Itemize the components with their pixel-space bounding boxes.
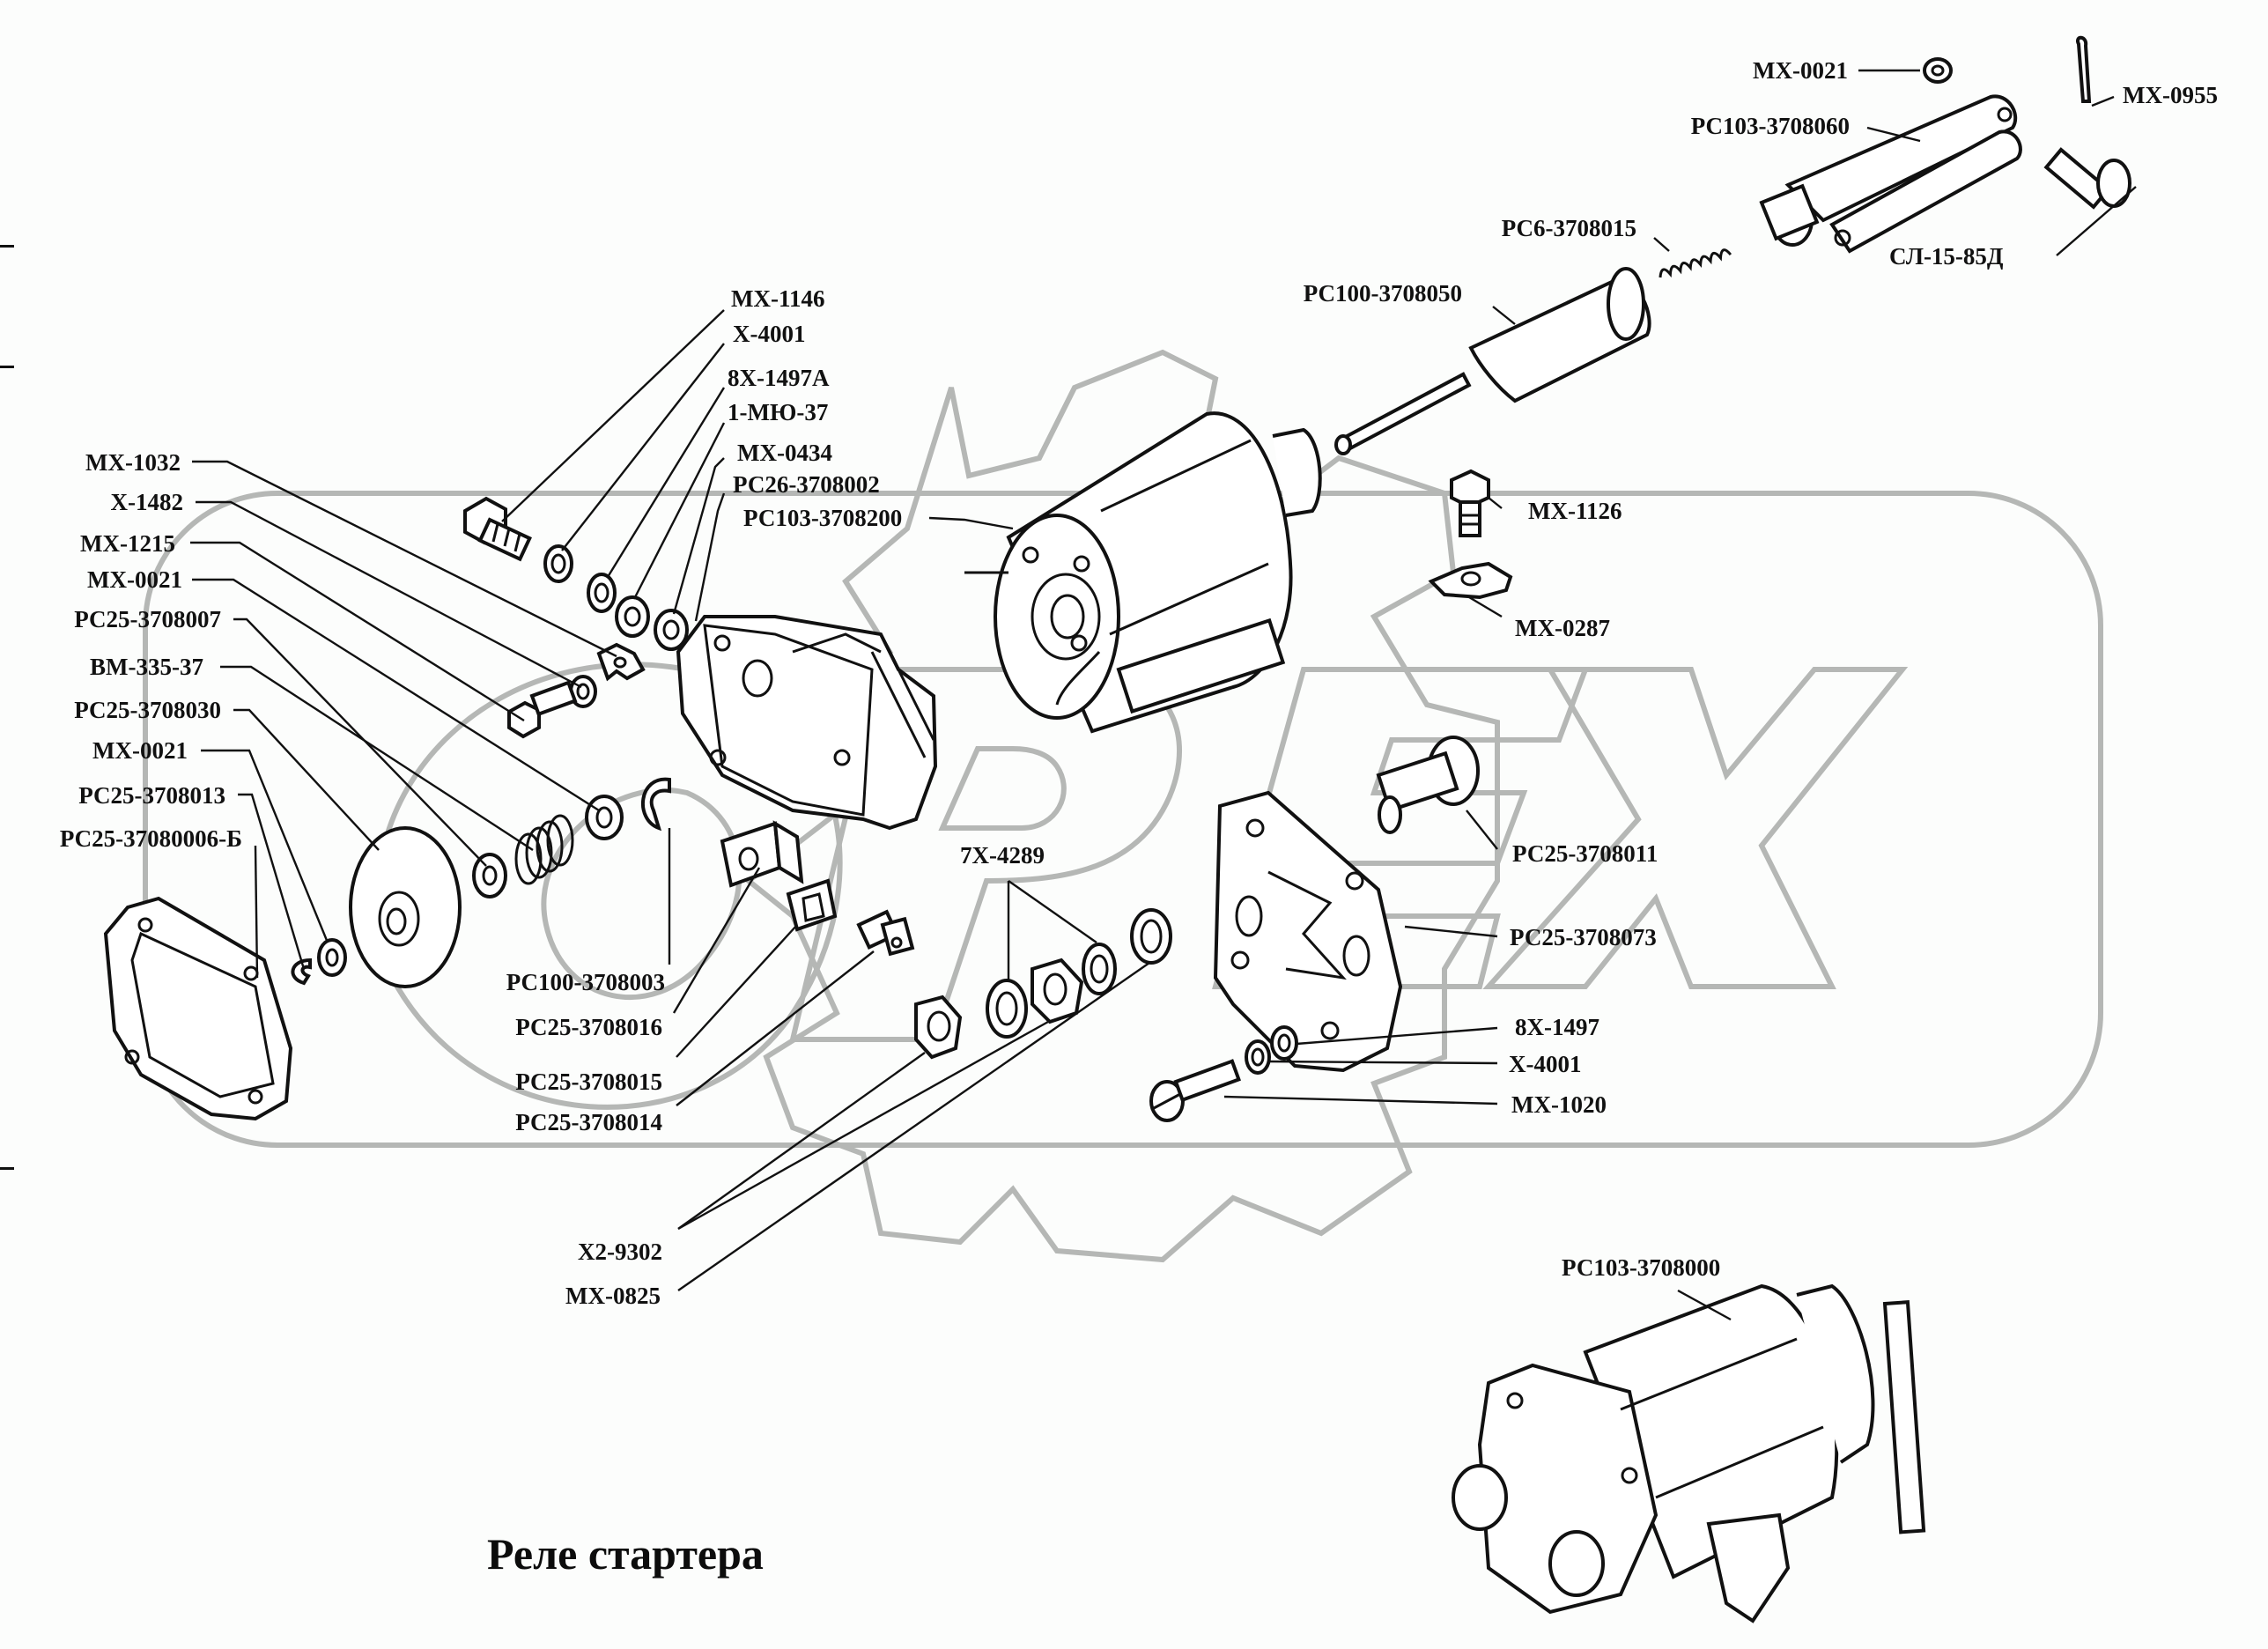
label-rc25-3708073: РС25-3708073 <box>1510 924 1657 950</box>
label-mx1146: МХ-1146 <box>731 285 825 312</box>
washer-mx0021-mid <box>585 795 624 840</box>
fork-rc103-3708060 <box>1759 94 2022 254</box>
washer-1miu37 <box>615 595 650 638</box>
leader-lines <box>190 69 2137 1321</box>
label-mx0825: МХ-0825 <box>565 1283 661 1309</box>
clip-rc100-3708003 <box>640 777 671 832</box>
contact-disc-rc25-3708030 <box>349 826 462 988</box>
label-mx0021-left2: МХ-0021 <box>92 737 188 764</box>
washer-x4001-top <box>543 544 573 583</box>
label-mx0434: МХ-0434 <box>737 440 832 466</box>
label-rc100-3708003: РС100-3708003 <box>506 969 665 995</box>
washer-rc25-3708007 <box>472 853 507 898</box>
label-mx1215: МХ-1215 <box>80 530 175 557</box>
label-mx1020: МХ-1020 <box>1511 1091 1607 1118</box>
margin-tick <box>0 366 14 368</box>
label-mx0021-top: МХ-0021 <box>1753 57 1848 84</box>
label-x4001-top: Х-4001 <box>733 321 806 347</box>
plunger-rc100-3708050 <box>1334 267 1651 455</box>
label-rc26-3708002: РС26-3708002 <box>733 471 880 498</box>
watermark-letter-x <box>1482 667 1909 989</box>
contact-cover-rc25-3708073 <box>1213 790 1403 1073</box>
washer-mx0434 <box>654 609 689 651</box>
label-mx1126: МХ-1126 <box>1528 498 1622 524</box>
margin-tick <box>0 1167 14 1170</box>
pin-sl15-85d <box>2043 147 2131 210</box>
washer-7x4289-a <box>986 979 1028 1039</box>
insulator-rc25-3708015 <box>786 878 838 932</box>
label-rc103-3708200: РС103-3708200 <box>743 505 903 531</box>
label-7x4289: 7Х-4289 <box>960 842 1045 869</box>
nut-x2-9302-b <box>1031 958 1084 1024</box>
label-rc6-3708015: РС6-3708015 <box>1501 215 1636 241</box>
label-x2-9302: Х2-9302 <box>578 1239 662 1265</box>
washer-mx0825 <box>1130 908 1172 965</box>
label-x4001-right: Х-4001 <box>1509 1051 1582 1077</box>
lock-plate-mx0287 <box>1428 561 1513 600</box>
label-rc25-37080006b: РС25-37080006-Б <box>59 825 242 852</box>
washer-mx0021-top <box>1923 57 1953 84</box>
label-1miu37: 1-МЮ-37 <box>728 399 829 425</box>
label-bm335-37: ВМ-335-37 <box>90 654 203 680</box>
label-mx1032: МХ-1032 <box>85 449 181 476</box>
label-mx0955: МХ-0955 <box>2123 82 2218 108</box>
label-8x1497: 8Х-1497 <box>1515 1014 1599 1040</box>
label-mx0021-left1: МХ-0021 <box>87 566 182 593</box>
bolt-mx1126 <box>1450 469 1490 537</box>
label-rc25-3708015: РС25-3708015 <box>515 1069 662 1095</box>
label-rc25-3708030: РС25-3708030 <box>74 697 221 723</box>
margin-tick <box>0 245 14 248</box>
bushing-rc25-3708014 <box>856 909 915 957</box>
label-rc25-3708014: РС25-3708014 <box>515 1109 662 1135</box>
label-rc25-3708016: РС25-3708016 <box>515 1014 662 1040</box>
label-rc103-3708000: РС103-3708000 <box>1562 1254 1721 1281</box>
watermark-letter-e <box>1212 667 1590 989</box>
washer-mx0021-left <box>317 938 347 977</box>
label-rc25-3708011: РС25-3708011 <box>1512 840 1659 867</box>
washer-7x4289-b <box>1082 943 1117 995</box>
solenoid-body-rc103-3708200 <box>964 411 1322 734</box>
screw-mx1020 <box>1149 1059 1241 1122</box>
gasket-rc25-37080006b <box>103 896 293 1121</box>
label-rc103-3708060: РС103-3708060 <box>1690 113 1850 139</box>
label-mx0287: МХ-0287 <box>1515 615 1610 641</box>
label-sl15-85d: СЛ-15-85Д <box>1889 243 2004 270</box>
clip-rc25-3708013 <box>291 958 312 986</box>
diagram-title: Реле стартера <box>487 1529 764 1579</box>
label-rc25-3708007: РС25-3708007 <box>74 606 221 632</box>
label-rc25-3708013: РС25-3708013 <box>78 782 225 809</box>
washer-8x1497 <box>1270 1025 1298 1061</box>
bolt-mx1146 <box>463 496 532 562</box>
nut-x2-9302-a <box>914 995 963 1060</box>
label-x1482: Х-1482 <box>110 489 184 515</box>
bolt-rc25-3708011 <box>1376 736 1480 834</box>
spring-bm335-37 <box>514 814 574 885</box>
housing-rc26-3708002 <box>676 615 938 831</box>
cotter-pin-mx0955 <box>2076 35 2092 103</box>
label-8x1497a: 8Х-1497А <box>728 365 830 391</box>
assembled-relay-rc103-3708000 <box>1452 1283 1926 1623</box>
label-rc100-3708050: РС100-3708050 <box>1303 280 1462 307</box>
washer-8x1497a <box>587 573 617 613</box>
bracket-rc25-3708016 <box>720 820 804 888</box>
washer-x4001-right <box>1245 1039 1271 1075</box>
spring-rc6-3708015 <box>1659 248 1732 278</box>
